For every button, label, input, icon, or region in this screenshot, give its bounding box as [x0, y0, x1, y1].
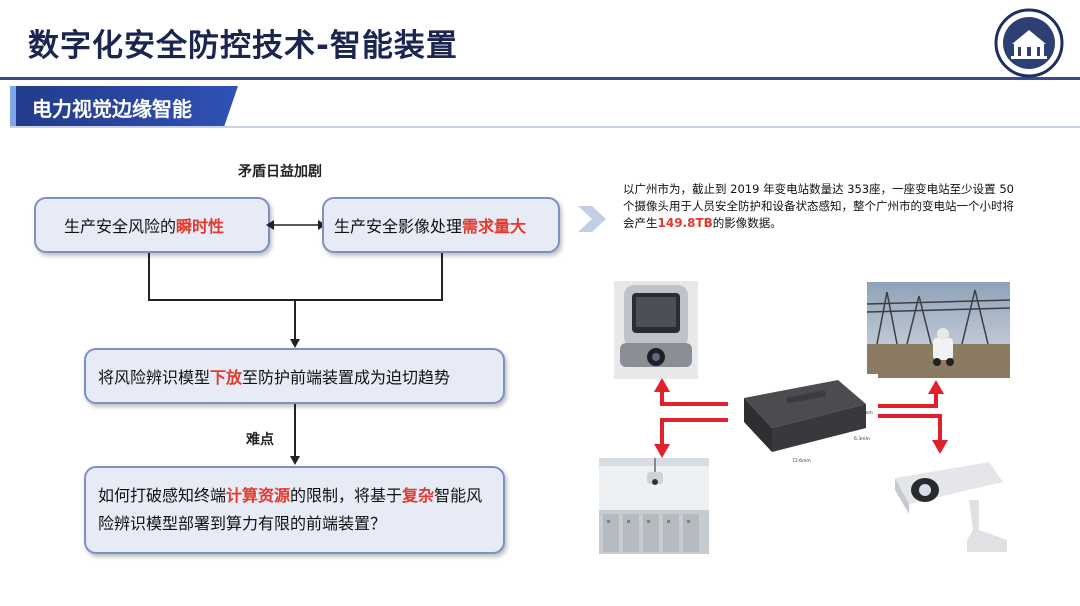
section-title: 电力视觉边缘智能 [32, 97, 192, 121]
edge-computing-device-photo: 38.3mm 6.3mm 72.6mm [730, 374, 878, 466]
box-left-text: 生产安全风险的 [64, 217, 177, 236]
indoor-substation-photo [599, 458, 709, 554]
box-right-text: 生产安全影像处理 [334, 217, 463, 236]
info-text-end: 的影像数据。 [712, 216, 782, 230]
red-arrow-down-left [654, 418, 728, 458]
red-arrow-up-left [654, 378, 728, 406]
dim-depth: 6.3mm [854, 436, 870, 442]
box-mid-text-1: 将风险辨识模型 [98, 368, 211, 387]
red-arrow-down-right [878, 414, 948, 454]
connector-right [441, 253, 443, 301]
page-title: 数字化安全防控技术-智能装置 [28, 28, 458, 64]
section-tag: 电力视觉边缘智能 [10, 86, 238, 126]
section-rule [10, 126, 1080, 128]
info-paragraph: 以广州市为，截止到 2019 年变电站数量达 353座，一座变电站至少设置 50… [623, 181, 1023, 232]
dim-height: 38.3mm [854, 410, 873, 416]
box-right-highlight: 需求量大 [462, 217, 527, 236]
box-bottom-text: 如何打破感知终端计算资源的限制，将基于复杂智能风险辨识模型部署到算力有限的前端装… [98, 486, 483, 533]
contradiction-label: 矛盾日益加剧 [238, 164, 322, 180]
risk-instantaneity-box: 生产安全风险的瞬时性 [34, 197, 270, 253]
surveillance-camera-photo [889, 460, 1012, 556]
camera-device-photo [614, 281, 698, 379]
connector-down-2 [294, 404, 296, 458]
info-highlight-number: 149.8TB [657, 216, 713, 230]
deploy-trend-box: 将风险辨识模型下放至防护前端装置成为迫切趋势 [84, 348, 505, 404]
double-arrow [266, 220, 326, 230]
arrow-down-1 [290, 339, 300, 348]
arrow-down-2 [290, 456, 300, 465]
chevron-right-icon [578, 206, 606, 232]
connector-down-1 [294, 299, 296, 341]
header-rule [0, 77, 1080, 80]
red-arrow-up-right [878, 380, 944, 408]
difficulty-box: 如何打破感知终端计算资源的限制，将基于复杂智能风险辨识模型部署到算力有限的前端装… [84, 466, 505, 554]
box-left-highlight: 瞬时性 [176, 217, 225, 236]
box-mid-highlight: 下放 [210, 368, 243, 387]
dim-width: 72.6mm [792, 458, 811, 464]
substation-robot-photo [867, 282, 1010, 378]
box-mid-text-2: 至防护前端装置成为迫切趋势 [242, 368, 451, 387]
image-demand-box: 生产安全影像处理需求量大 [322, 197, 560, 253]
connector-left [148, 253, 150, 301]
university-logo [994, 8, 1064, 78]
info-text: 以广州市为，截止到 2019 年变电站数量达 353座，一座变电站至少设置 50… [623, 182, 1014, 230]
difficulty-label: 难点 [246, 432, 274, 448]
